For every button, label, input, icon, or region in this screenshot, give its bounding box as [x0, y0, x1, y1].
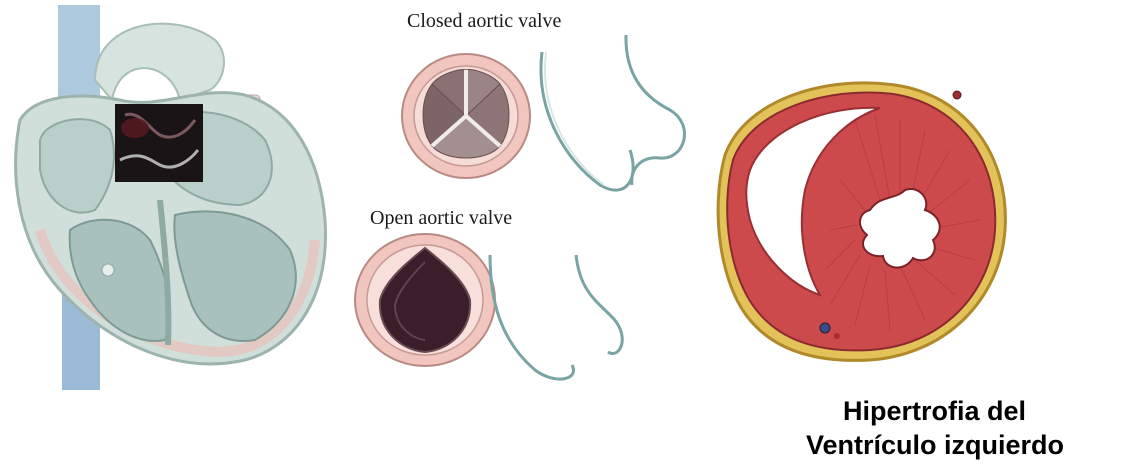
caption-line-2: Ventrículo izquierdo — [800, 428, 1127, 462]
left-ventricle-hypertrophy — [705, 60, 1015, 375]
closed-valve — [402, 54, 530, 178]
coronary-artery — [834, 333, 840, 339]
heart-illustration — [0, 0, 335, 400]
papillary-muscle — [102, 264, 114, 276]
caption-line-1: Hipertrofia del — [800, 394, 1127, 428]
lv-cross-section-graphic — [705, 60, 1015, 375]
heart-diagram-graphic — [0, 0, 335, 400]
inset-blood — [121, 118, 149, 138]
aortic-valve-diagrams — [340, 0, 700, 400]
aortic-arch — [95, 24, 224, 100]
open-valve-wall-left — [490, 255, 574, 379]
coronary-vein — [820, 323, 830, 333]
figure-caption: Hipertrofia del Ventrículo izquierdo — [800, 394, 1127, 462]
valve-diagram-graphic — [340, 0, 700, 400]
coronary-vessel — [953, 91, 961, 99]
closed-valve-wall-right — [626, 35, 685, 185]
open-valve — [355, 234, 495, 366]
open-valve-wall-right — [576, 255, 622, 354]
